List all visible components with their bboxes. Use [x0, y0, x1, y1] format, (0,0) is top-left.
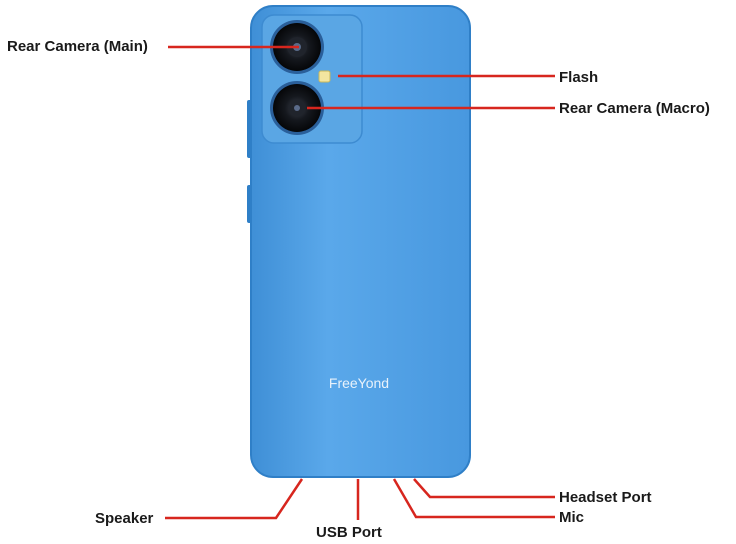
label-flash: Flash [559, 69, 599, 86]
flash-icon [318, 70, 331, 83]
brand-logo: FreeYond [329, 375, 389, 391]
leader-line-speaker [165, 478, 304, 520]
leader-line-mic [392, 478, 555, 519]
label-mic: Mic [559, 509, 585, 526]
label-rear-camera-main: Rear Camera (Main) [7, 38, 148, 55]
label-rear-camera-macro: Rear Camera (Macro) [559, 100, 710, 117]
leader-line-headset-port [413, 478, 555, 499]
label-usb-port: USB Port [316, 524, 382, 541]
rear-camera-macro-icon [270, 81, 324, 135]
label-headset-port: Headset Port [559, 489, 652, 506]
label-speaker: Speaker [95, 510, 154, 527]
